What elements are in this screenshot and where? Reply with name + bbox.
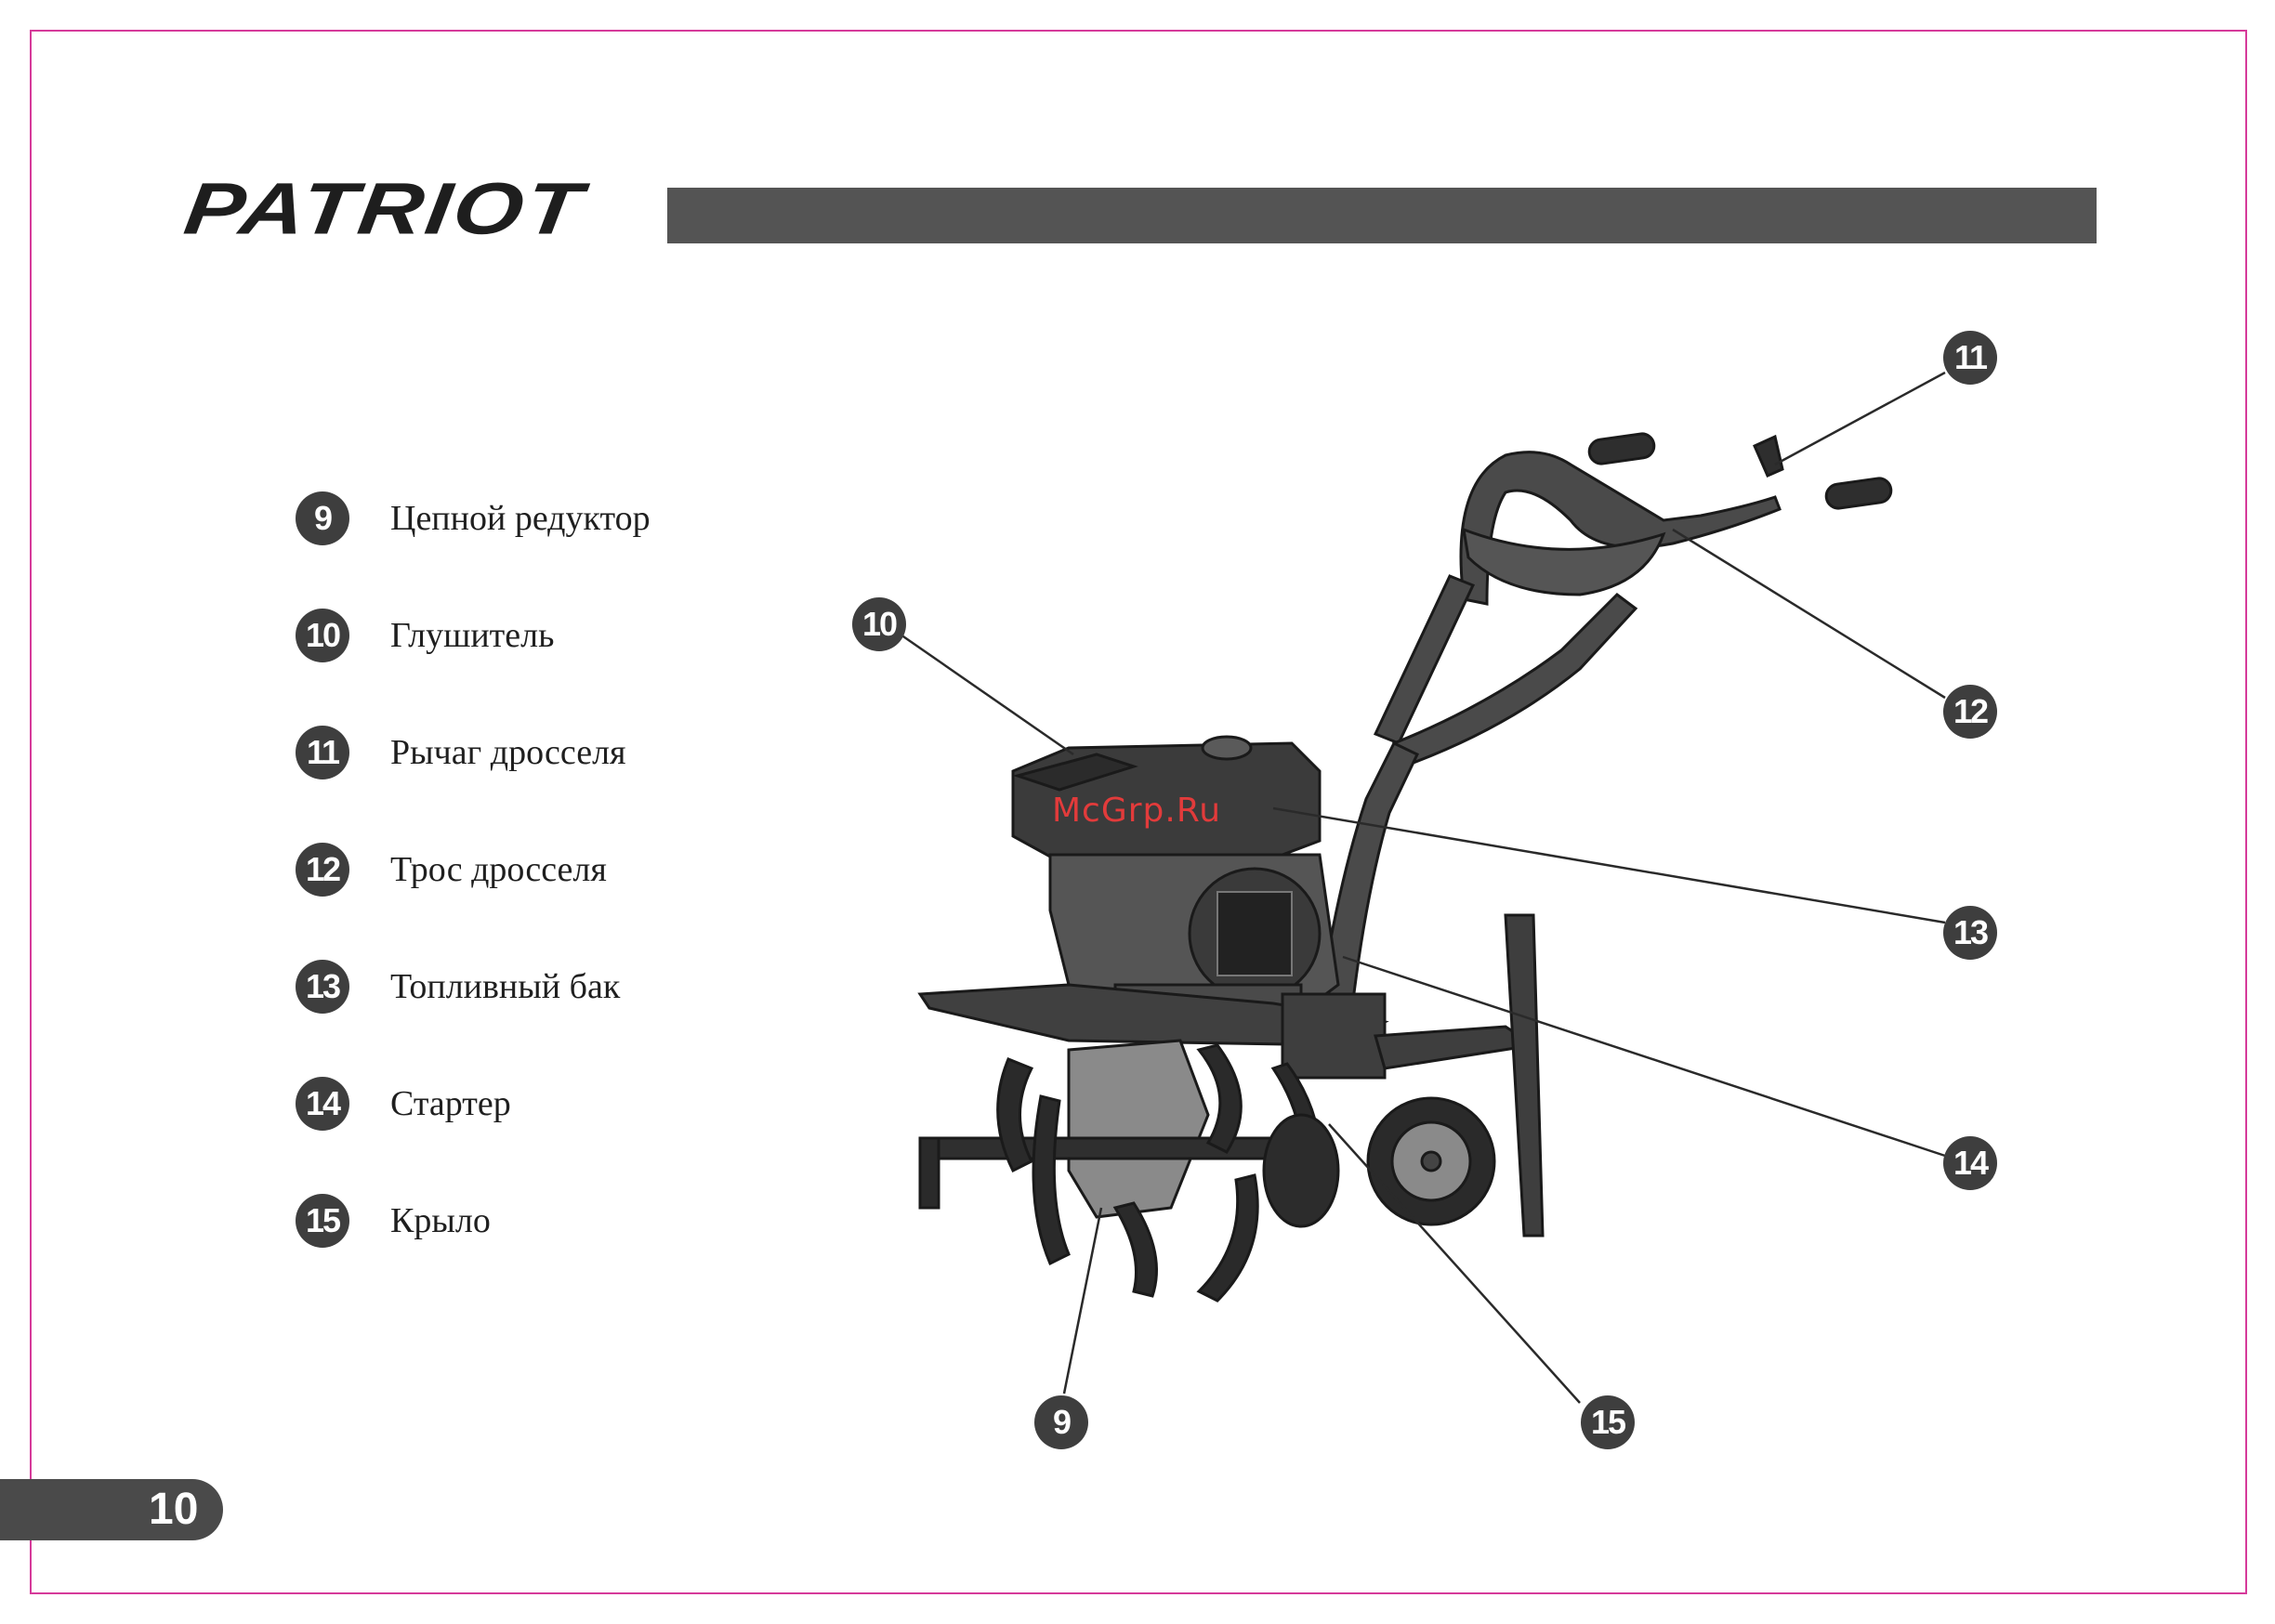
grip-left [1588,432,1656,465]
leader-line-10 [901,635,1073,754]
throttle-lever [1755,437,1782,476]
tine [1199,1175,1257,1301]
depth-bar [1506,915,1543,1236]
frame-bar [1282,994,1385,1078]
leader-line-11 [1775,373,1945,465]
tine [1199,1045,1241,1152]
tiller-drawing [920,432,1892,1301]
callout-9: 9 [1034,1395,1088,1449]
fuel-cap [1203,737,1251,759]
callout-12: 12 [1943,685,1997,739]
leader-line-9 [1064,1208,1101,1394]
tine-end [920,1138,939,1208]
grip-right [1825,477,1893,509]
starter-grille [1217,892,1292,976]
page-number: 10 [149,1486,198,1534]
tine [1033,1096,1069,1264]
chain-reducer [1069,1041,1208,1217]
watermark: McGrp.Ru [1052,792,1221,830]
tine [1115,1203,1157,1296]
callout-13: 13 [1943,906,1997,960]
callout-15: 15 [1581,1395,1635,1449]
callout-10: 10 [852,597,906,651]
wheel-rear [1264,1115,1338,1226]
callout-11: 11 [1943,331,1997,385]
frame-arm [1375,1027,1533,1068]
wheel-center [1422,1152,1440,1171]
callout-14: 14 [1943,1136,1997,1190]
leader-line-12 [1673,530,1945,698]
